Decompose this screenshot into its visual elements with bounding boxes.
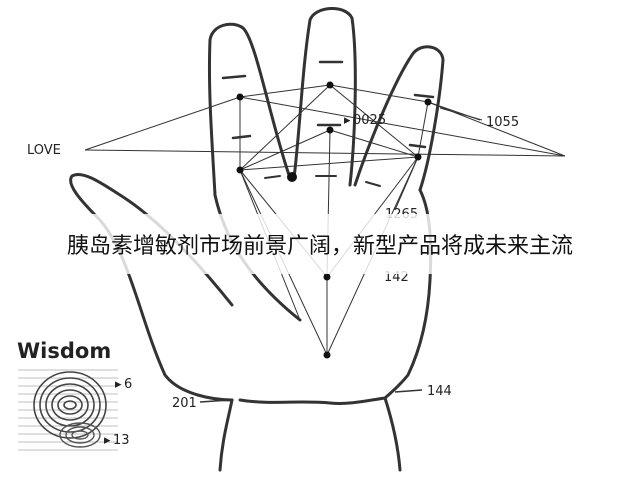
fingerprint-ridge xyxy=(45,383,95,427)
node-dot xyxy=(424,98,432,106)
crease xyxy=(413,93,435,99)
love-line xyxy=(84,96,241,151)
connector xyxy=(329,84,419,158)
node-dot xyxy=(414,153,422,161)
label-1055: 1055 xyxy=(486,115,519,130)
label-6: 6 xyxy=(124,377,132,392)
fingerprint-ridge xyxy=(33,371,107,439)
palm-marks xyxy=(264,175,381,187)
wrist-outline xyxy=(218,396,402,472)
label-love: LOVE xyxy=(27,143,61,158)
headline-banner: 胰岛素增敏剂市场前景广阔，新型产品将成未来主流 xyxy=(0,214,640,274)
middle-finger-outline xyxy=(292,7,357,187)
connector xyxy=(329,129,419,158)
connector xyxy=(239,129,331,171)
thumb-outline xyxy=(69,173,234,402)
fingerprint-ridge xyxy=(39,377,101,433)
crease xyxy=(221,74,247,80)
connector xyxy=(239,84,331,98)
fingerprint-ridge xyxy=(51,389,89,421)
connector xyxy=(394,156,419,211)
node-dot xyxy=(326,81,334,89)
label-0025: 0025 xyxy=(353,113,386,128)
node-dot xyxy=(236,93,244,101)
connector xyxy=(329,84,429,103)
label-13: 13 xyxy=(113,433,130,448)
fingerprint-ridge xyxy=(65,426,95,444)
label-wisdom: Wisdom xyxy=(17,339,111,363)
connector xyxy=(239,84,331,171)
crease xyxy=(231,134,252,140)
pointer-201 xyxy=(199,399,231,403)
crease xyxy=(408,143,427,149)
palm-mark xyxy=(365,181,381,187)
ring-finger-outline xyxy=(353,45,445,192)
connector xyxy=(417,101,429,158)
love-line xyxy=(84,149,566,157)
fingerprint-ridge xyxy=(57,395,83,415)
label-6-marker: ▸ xyxy=(115,377,122,392)
fingerprint-ridge xyxy=(63,400,77,410)
joint-creases xyxy=(221,60,435,149)
headline-text: 胰岛素增敏剂市场前景广阔，新型产品将成未来主流 xyxy=(66,234,573,259)
node-dot xyxy=(326,126,334,134)
pointer-1055 xyxy=(439,107,483,121)
fingerprint-ridge xyxy=(71,430,89,440)
label-13-marker: ▸ xyxy=(104,433,111,448)
pointer-144 xyxy=(394,389,423,393)
index-finger-outline xyxy=(207,22,292,197)
node-dot xyxy=(287,172,297,182)
fingerprint-small-icon xyxy=(59,422,101,448)
node-dot xyxy=(323,351,331,359)
node-dot xyxy=(323,273,331,281)
label-0025-marker: ▸ xyxy=(344,113,351,128)
node-dot xyxy=(236,166,244,174)
fingerprint-ridge xyxy=(59,422,101,448)
nodes xyxy=(236,81,432,359)
palm-mark xyxy=(264,175,281,179)
label-144: 144 xyxy=(427,384,452,399)
fingerprint-icon xyxy=(33,371,107,439)
label-201: 201 xyxy=(172,396,197,411)
connector xyxy=(239,96,566,157)
